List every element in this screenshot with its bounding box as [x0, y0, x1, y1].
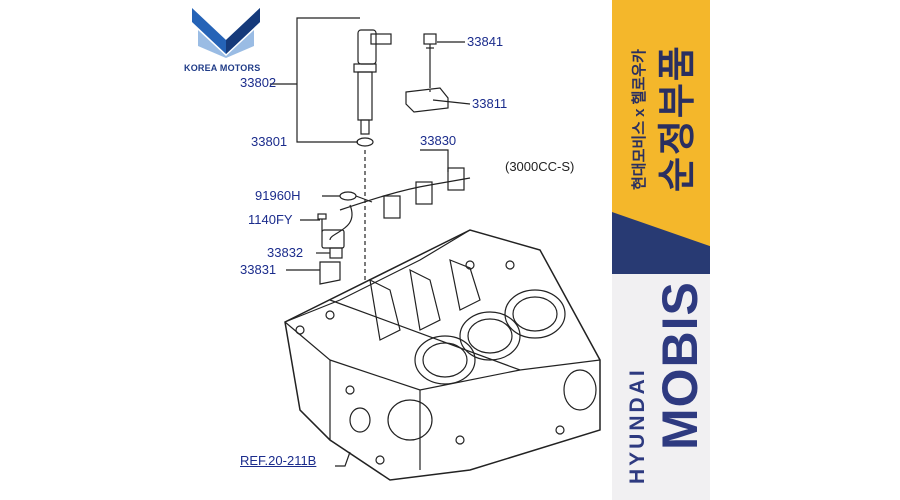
bracket-33831 [319, 261, 341, 285]
reference-label: REF.20-211B [240, 453, 317, 468]
leader-33811 [432, 99, 471, 105]
leader-33801 [296, 84, 358, 143]
label-91960h: 91960H [255, 188, 301, 203]
banner-top [612, 0, 710, 248]
label-33832: 33832 [267, 245, 304, 260]
banner-korean-big: 순정부품 [657, 44, 699, 192]
engine-block [284, 229, 601, 481]
label-33811: 33811 [472, 96, 508, 111]
label-33802: 33802 [240, 75, 277, 90]
banner-bottom [612, 248, 710, 500]
banner-hyundai: HYUNDAI [626, 367, 649, 484]
connector-91960h [339, 191, 373, 203]
bolt-33841 [423, 33, 437, 92]
leader-33830 [420, 149, 449, 172]
korea-motors-logo-icon [192, 8, 260, 58]
label-33801: 33801 [251, 134, 288, 149]
label-33830: 33830 [420, 133, 457, 148]
harness-33830 [321, 167, 471, 249]
leader-33802 [296, 17, 360, 84]
clamp-33811 [405, 87, 449, 113]
bolt-1140fy [317, 213, 327, 232]
injector-33802 [353, 29, 392, 280]
engine-variant-label: (3000CC-S) [505, 159, 575, 174]
ref-arrow-icon [335, 451, 351, 467]
label-33831: 33831 [240, 262, 277, 277]
logo-text: KOREA MOTORS [184, 63, 261, 73]
label-33841: 33841 [467, 34, 504, 49]
part-33832 [329, 247, 343, 259]
banner-mobis: MOBIS [652, 281, 708, 450]
label-1140fy: 1140FY [248, 212, 293, 227]
